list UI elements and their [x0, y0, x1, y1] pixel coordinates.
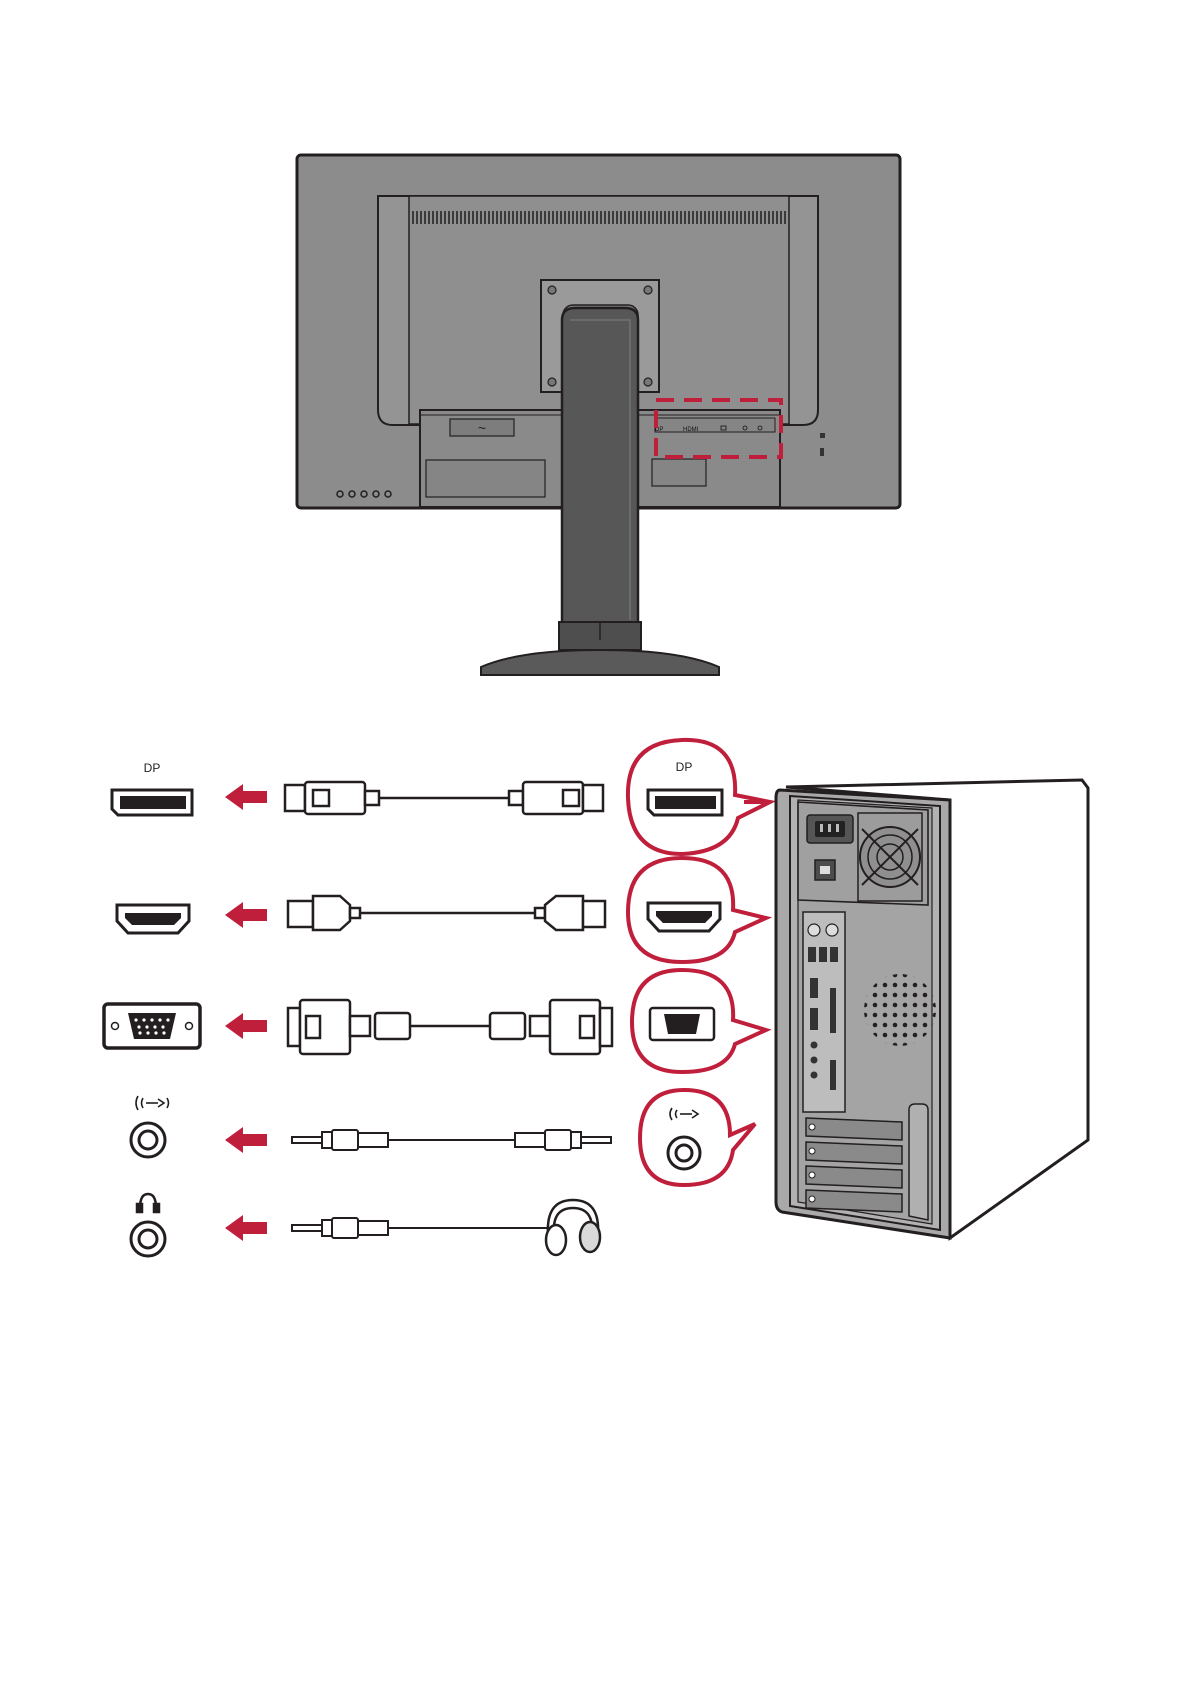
connection-row-vga: [104, 970, 766, 1072]
pc-fan: [858, 813, 922, 901]
monitor-rear-view: ~ DP HDMI: [297, 155, 900, 675]
arrow-left-icon: [225, 1127, 267, 1153]
arrow-left-icon: [225, 1215, 267, 1241]
power-symbol: ~: [478, 420, 486, 436]
stand-neck: [562, 308, 638, 627]
pc-vent-holes: [864, 974, 936, 1046]
hdmi-cable: [288, 896, 605, 930]
arrow-left-icon: [225, 902, 267, 928]
connection-row-displayport: DP DP: [112, 740, 770, 854]
connection-row-hdmi: [117, 858, 766, 962]
pc-port-label-dp: DP: [676, 760, 693, 774]
vga-cable: [288, 1000, 612, 1054]
stand-base: [481, 650, 719, 675]
pc-tower: [744, 780, 1088, 1238]
audio-cable: [292, 1130, 611, 1150]
audio-in-symbol-icon: [136, 1096, 169, 1110]
displayport-cable: [285, 782, 603, 814]
headphone-cable: [292, 1218, 555, 1238]
connection-row-headphone: [131, 1194, 600, 1256]
pc-io-shield: [803, 912, 845, 1112]
lock-slot-icon: [820, 433, 825, 438]
pc-port-callout-audio: [640, 1090, 755, 1185]
panel-label-hdmi: HDMI: [683, 427, 699, 433]
connection-row-audio-in: [131, 1090, 755, 1185]
arrow-left-icon: [225, 784, 267, 810]
arrow-left-icon: [225, 1013, 267, 1039]
headphone-symbol-icon: [137, 1194, 159, 1212]
monitor-port-label-dp: DP: [144, 761, 161, 775]
monitor-vent: [411, 211, 787, 224]
headphones-icon: [546, 1200, 600, 1255]
